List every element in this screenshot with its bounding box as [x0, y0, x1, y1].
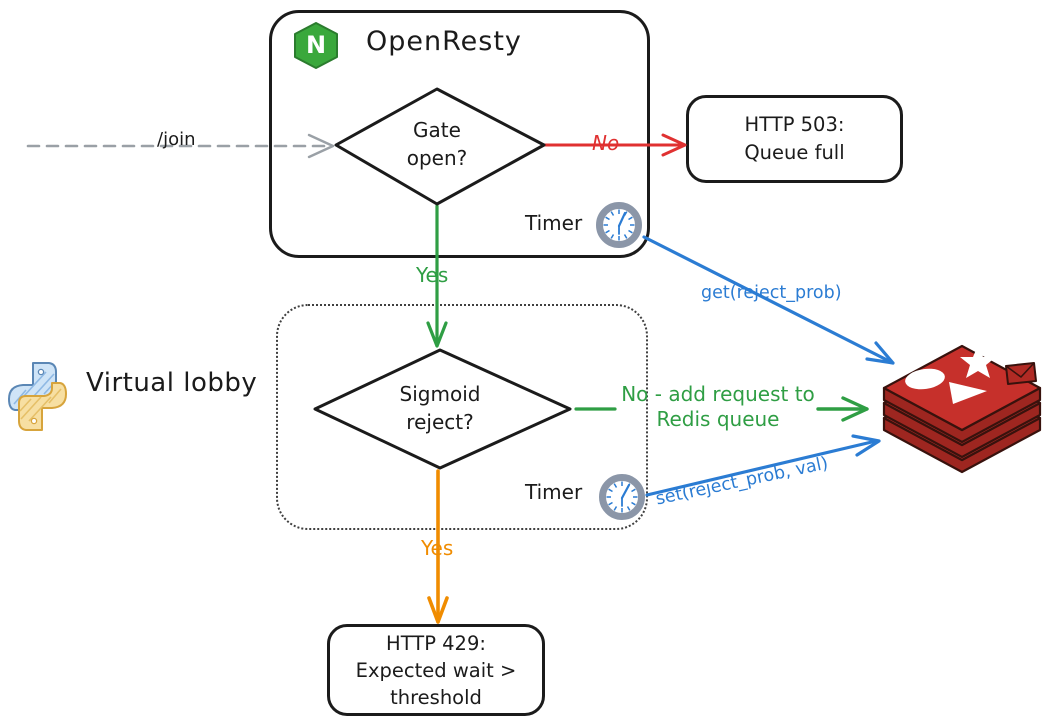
openresty-title: OpenResty: [366, 26, 522, 57]
timer-label: Timer: [525, 211, 583, 235]
http429-box: HTTP 429: Expected wait > threshold: [327, 624, 545, 716]
sigmoid-line1: Sigmoid: [399, 382, 481, 406]
http429-line2: Expected wait >: [355, 658, 517, 682]
virtual-lobby-container-box: [276, 304, 648, 530]
http503-line1: HTTP 503:: [744, 113, 845, 136]
get-label: get(reject_prob): [701, 283, 842, 303]
http429-line1: HTTP 429:: [386, 631, 486, 655]
gate-line1: Gate: [413, 118, 461, 142]
join-label: /join: [157, 129, 196, 150]
openresty-container-box: [269, 10, 650, 258]
virtual-lobby-label: Virtual lobby: [86, 368, 258, 398]
no-to-redis-line2: Redis queue: [656, 407, 780, 431]
http503-box: HTTP 503: Queue full: [686, 95, 903, 183]
yes-label: Yes: [416, 263, 449, 287]
sigmoid-line2: reject?: [406, 410, 474, 434]
set-label: set(reject_prob, val): [654, 453, 830, 510]
redis-icon: [882, 344, 1042, 474]
no-label: No: [592, 131, 620, 155]
gate-line2: open?: [406, 146, 468, 170]
http429-line3: threshold: [390, 685, 482, 709]
gate-diamond-label: Gate open?: [357, 116, 517, 172]
no-to-redis-label: No - add request to Redis queue: [610, 382, 826, 432]
no-to-redis-line1: No - add request to: [621, 382, 815, 406]
http503-line2: Queue full: [744, 141, 845, 164]
sigmoid-diamond-label: Sigmoid reject?: [360, 380, 520, 436]
python-icon: [8, 362, 67, 431]
timer2-label: Timer: [525, 480, 583, 504]
yes2-label: Yes: [421, 536, 454, 560]
